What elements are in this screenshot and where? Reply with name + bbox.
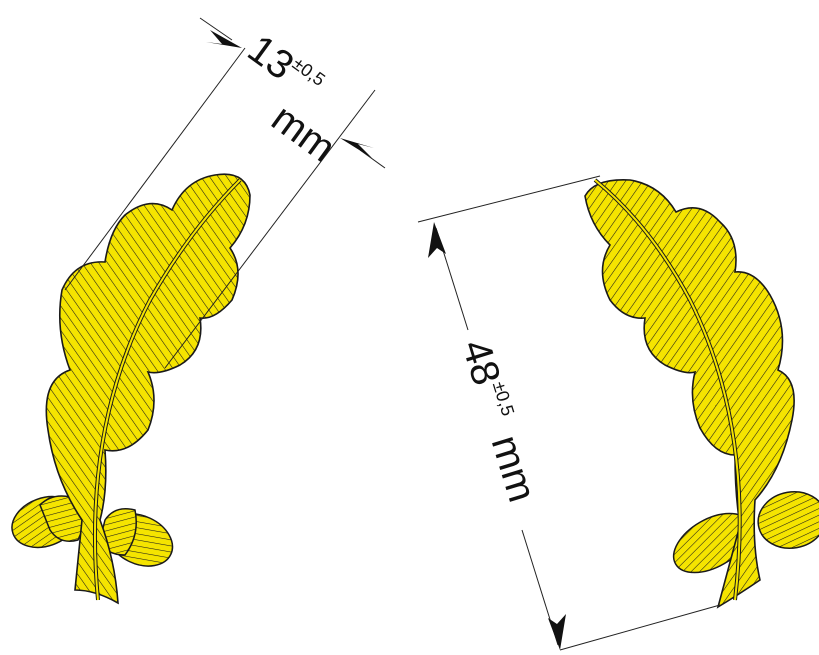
height-unit: mm <box>483 430 545 507</box>
width-arrow-2 <box>340 138 374 158</box>
height-arrow-bottom <box>548 614 566 650</box>
width-value: 13 <box>240 27 302 89</box>
height-tolerance: ±0,5 <box>489 379 518 418</box>
height-extension-line-1 <box>417 175 601 223</box>
right-acorn-2 <box>757 491 819 549</box>
right-oak-leaf-group <box>584 178 819 609</box>
dimension-width: 13 ±0,5 mm <box>64 17 386 369</box>
width-unit: mm <box>264 96 344 171</box>
height-extension-line-2 <box>559 604 721 651</box>
left-oak-leaf-group <box>11 173 251 605</box>
width-arrow-1 <box>206 30 242 48</box>
width-extension-line-1 <box>64 47 246 291</box>
right-oak-leaf <box>584 179 795 609</box>
width-extension-line-2 <box>164 89 376 369</box>
height-arrow-top <box>428 222 446 258</box>
